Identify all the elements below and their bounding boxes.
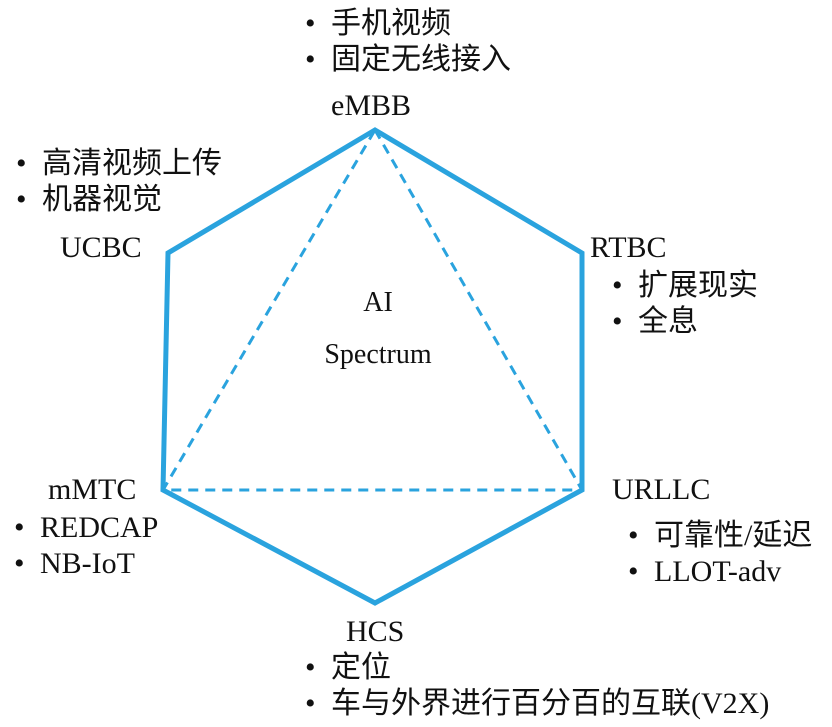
bullet-icon: •: [16, 147, 27, 180]
bullet-icon: •: [628, 555, 639, 588]
list-item: •手机视频: [305, 7, 451, 40]
node-label-embb: eMBB: [331, 89, 412, 122]
hcs-bullet-list: •定位 •车与外界进行百分百的互联(V2X): [305, 650, 769, 722]
node-label-urllc: URLLC: [612, 473, 711, 506]
list-item: •REDCAP: [14, 511, 159, 544]
list-item: •可靠性/延迟: [628, 519, 813, 552]
list-item: •LLOT-adv: [628, 555, 782, 588]
center-ai: AI: [363, 287, 393, 318]
urllc-bullet-list: •可靠性/延迟 •LLOT-adv: [628, 518, 812, 590]
rtbc-bullet-list: •扩展现实 •全息: [612, 268, 758, 340]
node-label-mmtc: mMTC: [48, 473, 137, 506]
list-item: •扩展现实: [612, 269, 758, 302]
hexagon-outline: [160, 127, 585, 606]
center-spectrum: Spectrum: [324, 339, 432, 370]
node-label-ucbc: UCBC: [60, 231, 142, 264]
bullet-icon: •: [612, 305, 623, 338]
list-item: •固定无线接入: [305, 43, 511, 76]
bullet-icon: •: [14, 547, 25, 580]
bullet-icon: •: [305, 687, 316, 720]
embb-bullet-list: •手机视频 •固定无线接入: [305, 6, 511, 78]
list-item: •机器视觉: [16, 183, 162, 216]
bullet-icon: •: [612, 269, 623, 302]
bullet-icon: •: [628, 519, 639, 552]
bullet-icon: •: [305, 651, 316, 684]
list-item: •全息: [612, 305, 698, 338]
bullet-icon: •: [305, 7, 316, 40]
dashed-triangle: [160, 127, 585, 492]
node-label-rtbc: RTBC: [590, 231, 667, 264]
mmtc-bullet-list: •REDCAP •NB-IoT: [14, 510, 158, 582]
list-item: •车与外界进行百分百的互联(V2X): [305, 687, 770, 720]
bullet-icon: •: [14, 511, 25, 544]
center-label: AI Spectrum: [300, 286, 456, 372]
node-label-hcs: HCS: [346, 615, 405, 648]
list-item: •定位: [305, 651, 391, 684]
ucbc-bullet-list: •高清视频上传 •机器视觉: [16, 146, 222, 218]
bullet-icon: •: [305, 43, 316, 76]
list-item: •高清视频上传: [16, 147, 222, 180]
list-item: •NB-IoT: [14, 547, 135, 580]
bullet-icon: •: [16, 183, 27, 216]
